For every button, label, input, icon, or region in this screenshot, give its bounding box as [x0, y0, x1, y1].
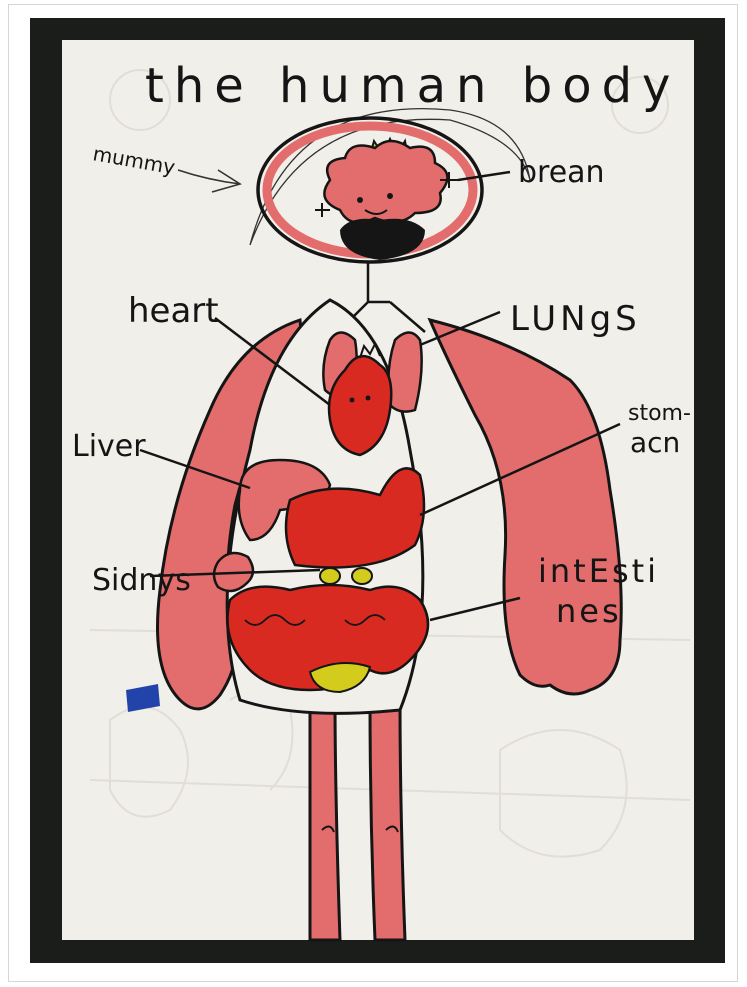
brain-eye-right: [387, 193, 393, 199]
blue-marker-mark: [126, 684, 160, 712]
right-leg: [370, 700, 405, 940]
left-leg: [310, 700, 340, 940]
label-intestines-line1: intEsti: [538, 552, 659, 590]
label-heart: heart: [128, 291, 219, 331]
drawing-title: the human body: [145, 58, 680, 114]
label-stomach-line1: stom-: [628, 401, 691, 426]
signature-arrow: [178, 170, 240, 192]
heart-eye-right: [366, 396, 371, 401]
lung-right-icon: [388, 333, 421, 412]
signature-text: mummy: [91, 141, 177, 179]
brain-eye-left: [357, 197, 363, 203]
kidney-small-left: [320, 568, 340, 584]
label-lungs: LUNgS: [510, 299, 641, 339]
label-stomach-line2: acn: [630, 426, 680, 459]
right-arm: [430, 320, 621, 694]
brain-antenna-left: [315, 203, 330, 217]
kidney-small-right: [352, 568, 372, 584]
label-liver: Liver: [72, 429, 146, 464]
label-kidneys: Sidnys: [92, 563, 191, 598]
label-intestines-line2: nes: [556, 592, 622, 630]
label-brain: brean: [518, 155, 605, 190]
heart-eye-left: [350, 398, 355, 403]
